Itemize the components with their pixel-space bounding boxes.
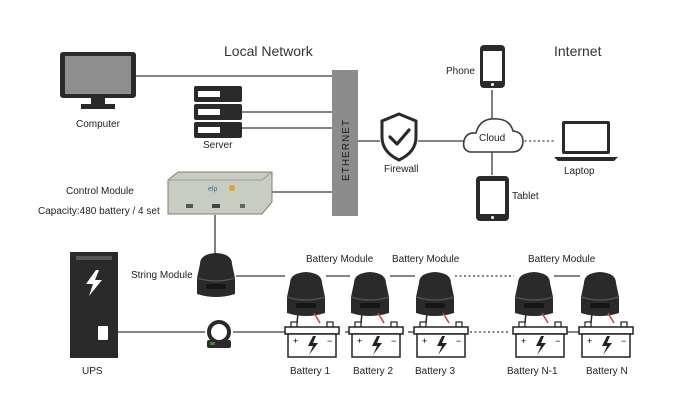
control-module-device: elp — [167, 171, 273, 215]
server-icon — [194, 86, 242, 138]
ethernet-bar — [332, 70, 358, 216]
firewall-shield-icon — [380, 112, 418, 162]
battery-label: Battery 1 — [290, 366, 331, 377]
battery-module-icon — [415, 271, 455, 317]
string-module-label: String Module — [131, 270, 193, 281]
tablet-label: Tablet — [512, 191, 539, 202]
ups-icon — [70, 252, 118, 358]
firewall-label: Firewall — [384, 164, 419, 175]
battery-module-label: Battery Module — [306, 254, 374, 265]
phone-label: Phone — [446, 66, 475, 77]
internet-heading: Internet — [554, 43, 602, 59]
device-brand: elp — [208, 186, 217, 193]
computer-label: Computer — [76, 119, 120, 130]
battery-label: Battery 3 — [415, 366, 456, 377]
current-sensor-icon — [207, 320, 231, 348]
cloud-label: Cloud — [479, 133, 506, 144]
module-leads — [296, 312, 615, 324]
battery-icon — [512, 321, 568, 358]
battery-module-icon — [286, 271, 326, 317]
server-label: Server — [203, 140, 233, 151]
battery-module-label: Battery Module — [392, 254, 460, 265]
battery-icon — [348, 321, 404, 358]
battery-module-icon — [580, 271, 620, 317]
laptop-label: Laptop — [564, 166, 595, 177]
battery-module-icon — [350, 271, 390, 317]
ups-label: UPS — [82, 366, 103, 377]
battery-icon — [413, 321, 469, 358]
capacity-label: Capacity:480 battery / 4 set — [38, 206, 160, 217]
string-module-icon — [196, 252, 236, 298]
battery-label: Battery 2 — [353, 366, 394, 377]
battery-label: Battery N — [586, 366, 628, 377]
battery-module-label: Battery Module — [528, 254, 596, 265]
battery-icon — [284, 321, 340, 358]
battery-icon — [578, 321, 634, 358]
phone-icon — [480, 45, 505, 88]
computer-icon — [60, 52, 136, 109]
dotted-lines — [455, 140, 556, 333]
local-network-heading: Local Network — [224, 43, 313, 59]
ethernet-label: ETHERNET — [341, 119, 352, 181]
control-module-label: Control Module — [66, 186, 134, 197]
laptop-icon — [554, 121, 618, 161]
battery-module-icon — [514, 271, 554, 317]
battery-label: Battery N-1 — [507, 366, 558, 377]
cloud-icon — [462, 117, 524, 153]
tablet-icon — [476, 176, 509, 221]
